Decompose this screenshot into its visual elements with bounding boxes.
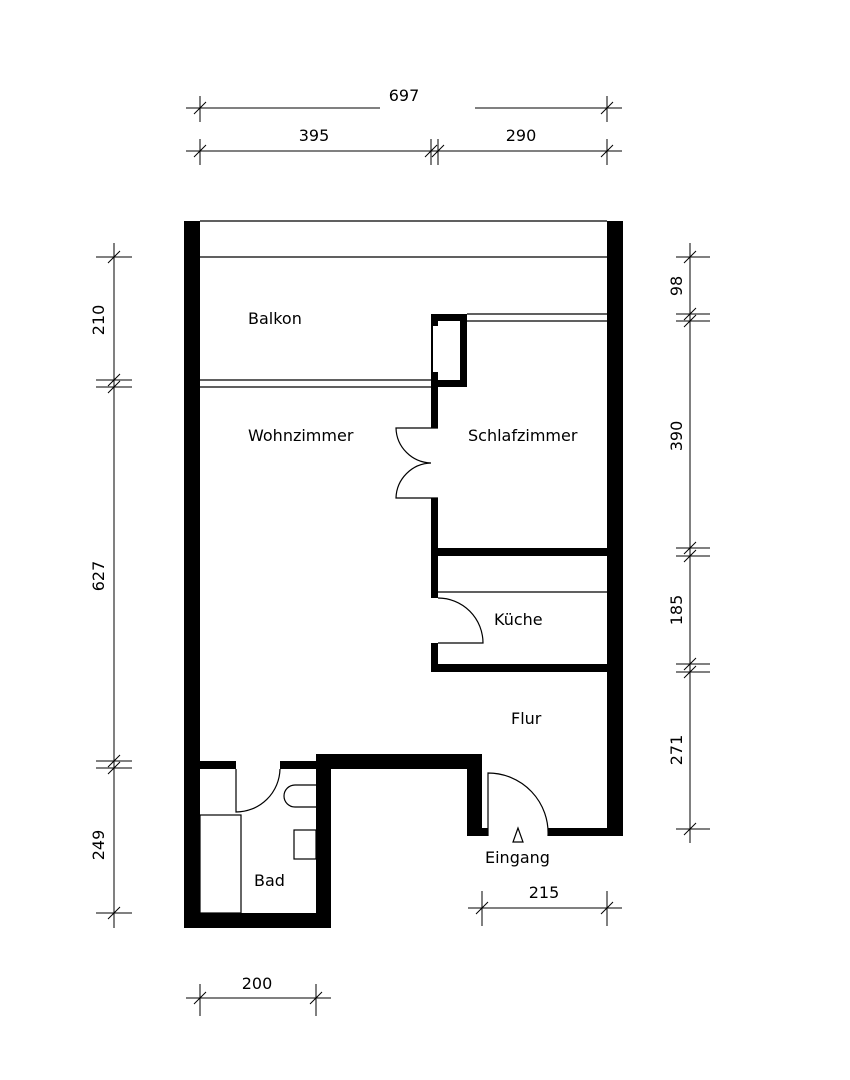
room-bad: Bad (254, 871, 285, 890)
entrance-arrow-icon (512, 826, 524, 843)
toilet (283, 784, 316, 808)
living-double-door (395, 427, 438, 499)
dim-left-width: 395 (299, 126, 330, 145)
dim-left-balkon: 210 (89, 305, 108, 336)
walls (184, 221, 623, 928)
entrance-label: Eingang (485, 848, 550, 867)
room-balkon: Balkon (248, 309, 302, 328)
dim-total-width: 697 (389, 86, 420, 105)
dim-entrance-width: 215 (529, 883, 560, 902)
entrance-door (487, 772, 549, 837)
sink (293, 829, 317, 860)
room-schlafzimmer: Schlafzimmer (468, 426, 578, 445)
dim-left-bad: 249 (89, 830, 108, 861)
dimension-lines (96, 96, 710, 1016)
rails (200, 220, 607, 593)
kitchen-door (437, 597, 484, 644)
bath-door (235, 768, 281, 813)
room-kueche: Küche (494, 610, 543, 629)
dim-right-balkon: 98 (667, 276, 686, 296)
dim-left-main: 627 (89, 561, 108, 592)
bathtub (199, 814, 242, 914)
doors (235, 427, 549, 843)
bath-fixtures (199, 784, 317, 914)
dim-right-width: 290 (506, 126, 537, 145)
room-flur: Flur (511, 709, 542, 728)
dim-right-schlaf: 390 (667, 421, 686, 452)
dim-bad-width: 200 (242, 974, 273, 993)
dim-right-kueche: 185 (667, 595, 686, 626)
dim-right-flur: 271 (667, 735, 686, 766)
room-wohnzimmer: Wohnzimmer (248, 426, 354, 445)
